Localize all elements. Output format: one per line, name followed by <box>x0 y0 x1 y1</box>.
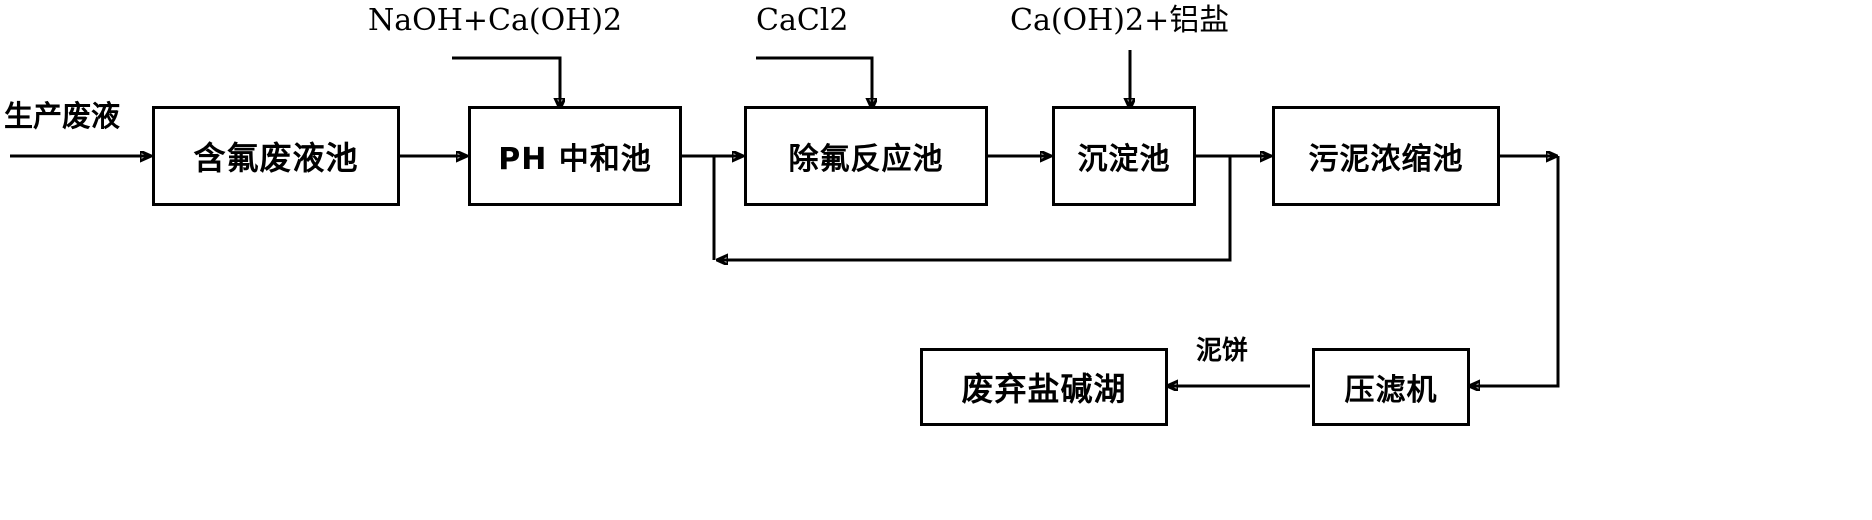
node-label: 污泥浓缩池 <box>1308 142 1464 177</box>
reagent-label-cacl2: CaCl2 <box>756 3 849 38</box>
node-label: 含氟废液池 <box>193 139 359 177</box>
node-label: 除氟反应池 <box>788 142 944 177</box>
influent-label: 生产废液 <box>4 99 121 133</box>
node-defluoridation-tank[interactable]: 除氟反应池 <box>744 106 988 206</box>
edge-label-mud-cake: 泥饼 <box>1196 336 1249 366</box>
wire-reagent-2 <box>756 56 872 108</box>
node-sludge-thickener[interactable]: 污泥浓缩池 <box>1272 106 1500 206</box>
node-label: PH 中和池 <box>498 142 652 177</box>
node-label: 压滤机 <box>1344 373 1438 408</box>
node-fluoride-waste-pool[interactable]: 含氟废液池 <box>152 106 400 206</box>
node-sedimentation-tank[interactable]: 沉淀池 <box>1052 106 1196 206</box>
reagent-label-caoh2-aluminum-salt: Ca(OH)2+铝盐 <box>1010 3 1230 38</box>
reagent-label-naoh-caoh2: NaOH+Ca(OH)2 <box>368 3 623 38</box>
node-filter-press[interactable]: 压滤机 <box>1312 348 1470 426</box>
node-label: 沉淀池 <box>1077 142 1171 177</box>
node-waste-salt-lake[interactable]: 废弃盐碱湖 <box>920 348 1168 426</box>
wire-reagent-1 <box>452 56 560 108</box>
node-label: 废弃盐碱湖 <box>961 370 1127 408</box>
node-ph-tank[interactable]: PH 中和池 <box>468 106 682 206</box>
